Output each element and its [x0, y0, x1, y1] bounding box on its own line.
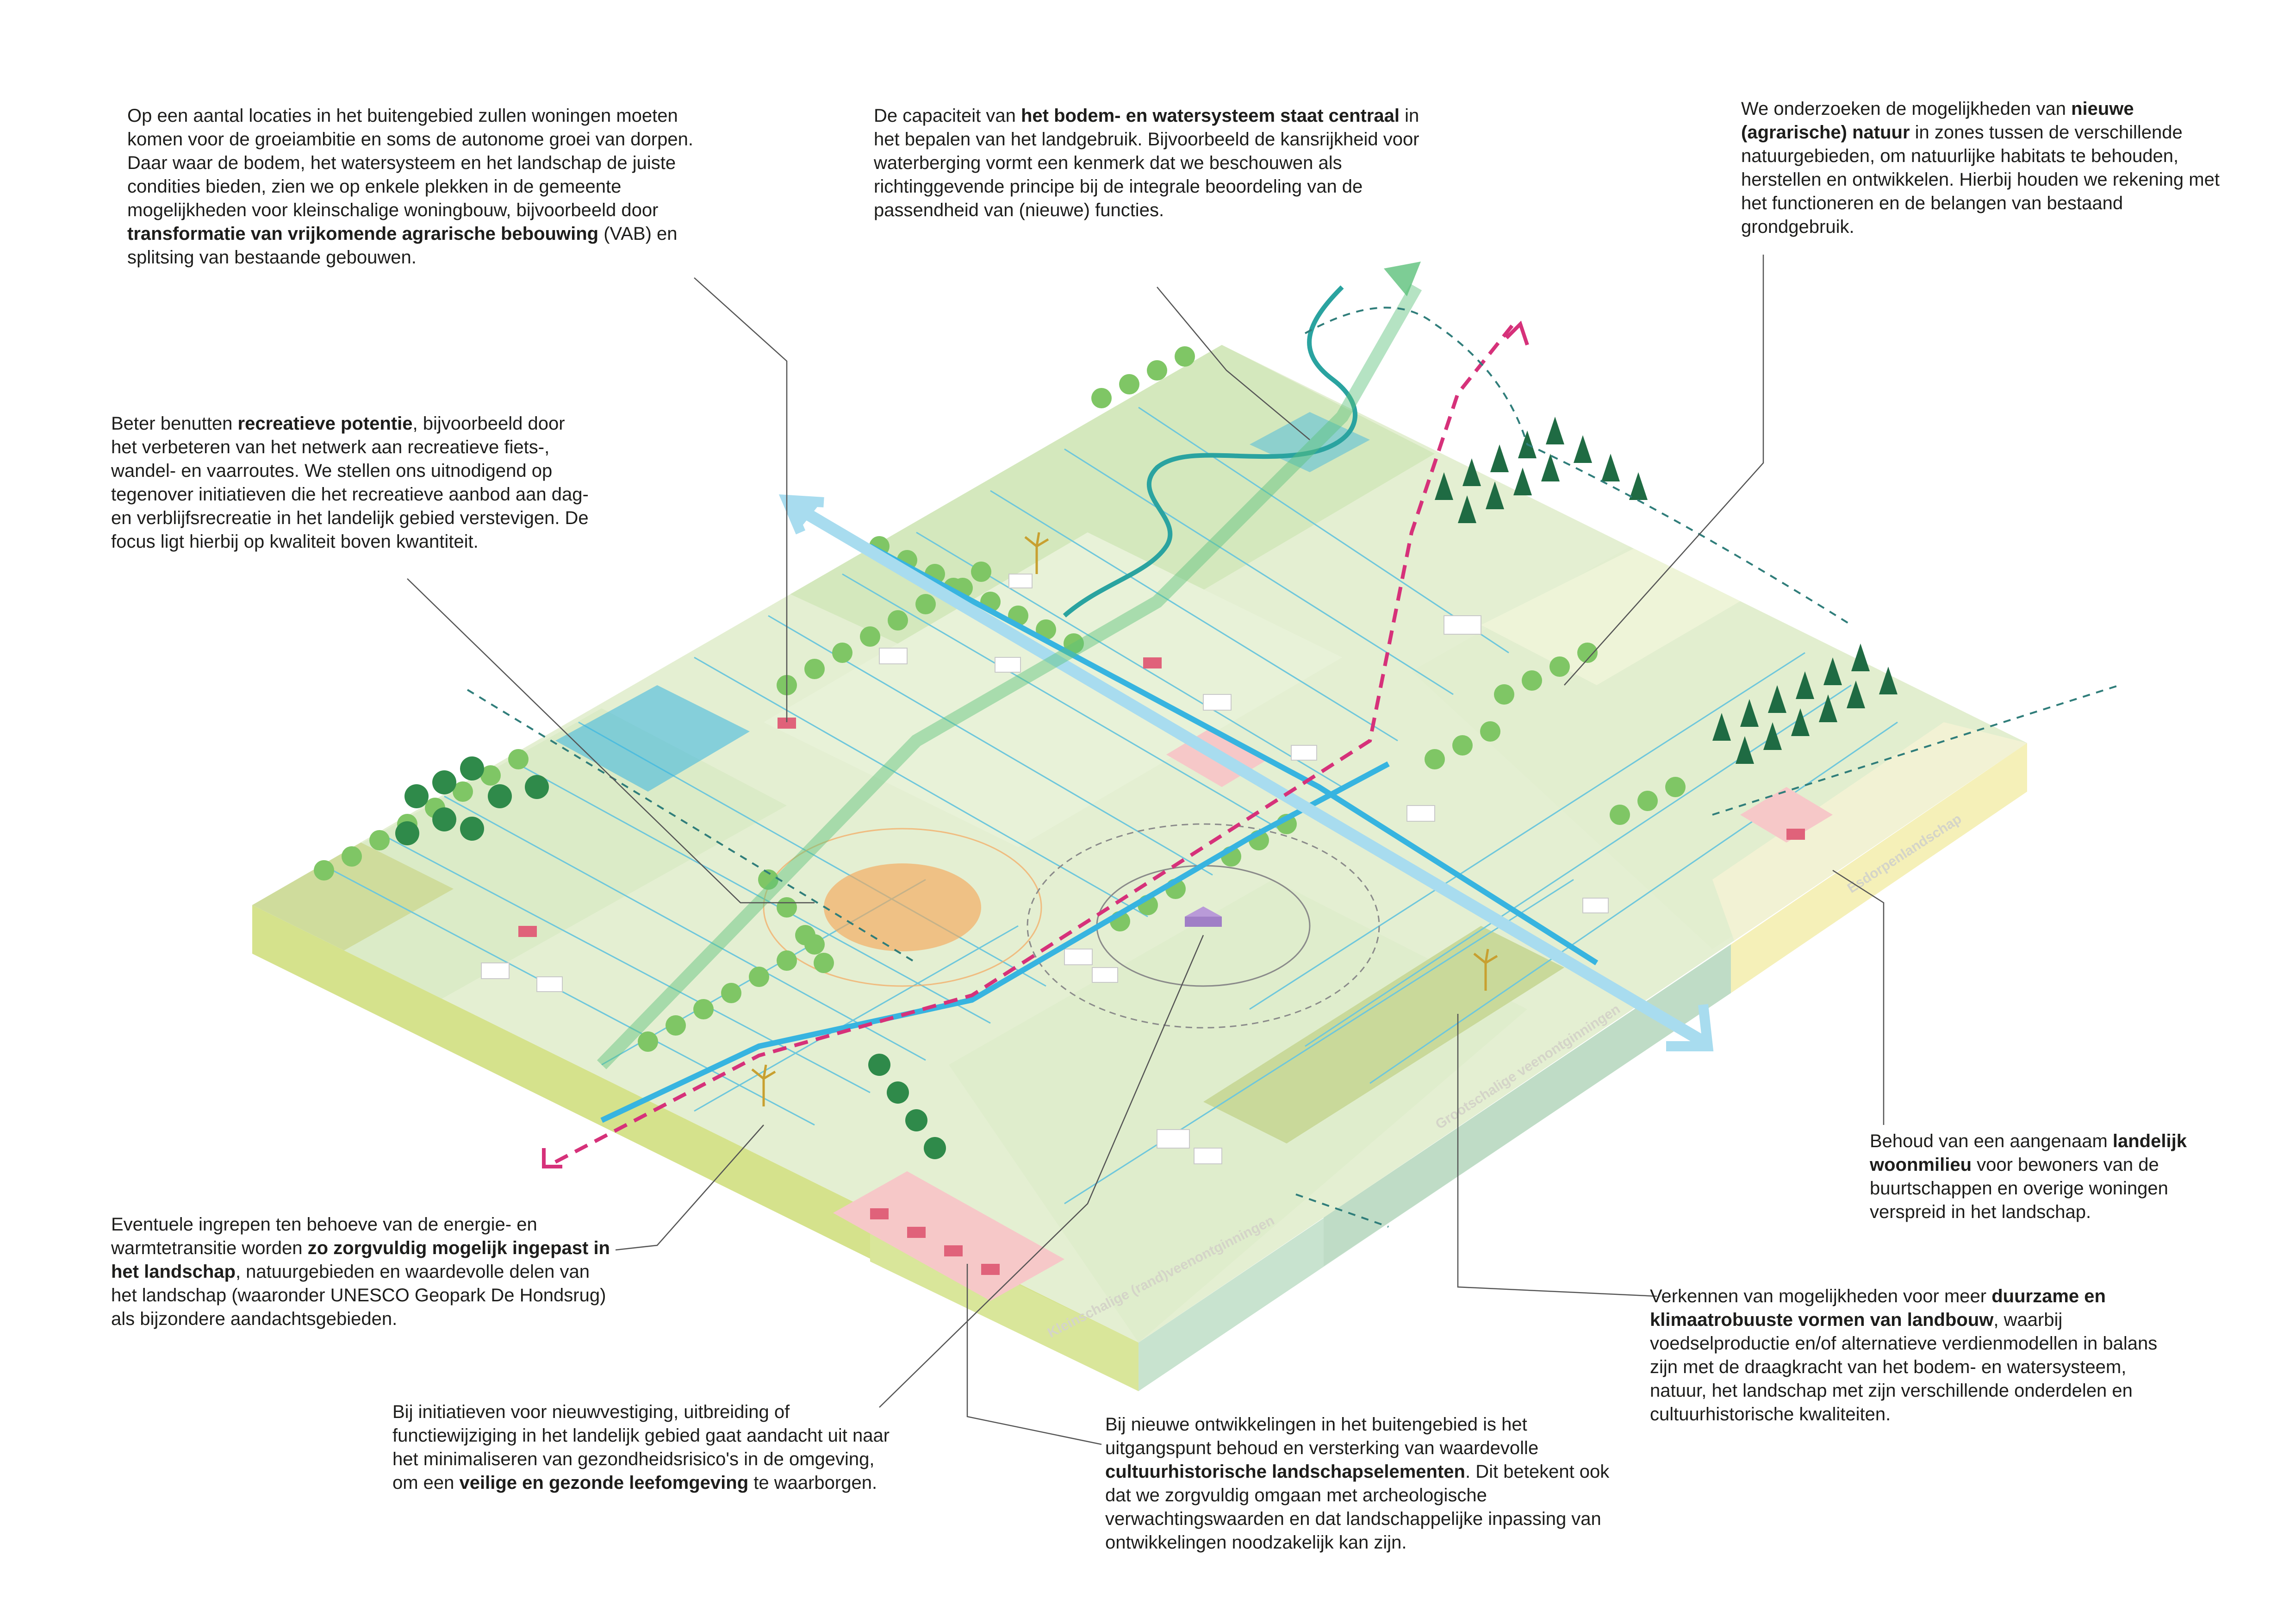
note-emphasis: transformatie van vrijkomende agrarische…	[127, 224, 599, 244]
note-housing-transformation: Op een aantal locaties in het buitengebi…	[127, 104, 710, 269]
note-energy-transition: Eventuele ingrepen ten behoeve van de en…	[111, 1213, 611, 1331]
note-text: te waarborgen.	[748, 1473, 877, 1493]
housing-zone-south	[833, 1171, 1064, 1301]
field-olive-strip	[1203, 926, 1564, 1143]
field-central	[764, 532, 1342, 847]
leader-n2	[1157, 287, 1310, 440]
housing-zone-east	[1740, 787, 1833, 843]
route-green-axis	[597, 284, 1422, 1069]
note-text: Verkennen van mogelijkheden voor meer	[1650, 1286, 1992, 1306]
leader-lines	[407, 255, 1885, 1445]
tree-rows	[314, 346, 1686, 1159]
note-text: Eventuele ingrepen ten behoeve van de en…	[111, 1214, 537, 1258]
side-esdorpen	[1731, 743, 2027, 993]
note-text: Op een aantal locaties in het buitengebi…	[127, 106, 693, 220]
note-text: We onderzoeken de mogelijkheden van	[1741, 99, 2072, 119]
note-emphasis: het bodem- en watersysteem staat centraa…	[1020, 106, 1400, 126]
note-text: voor bewoners van de buurtschappen en ov…	[1870, 1155, 2168, 1222]
conifer-forests	[1435, 417, 1898, 764]
route-magenta-arrow-ne	[1505, 320, 1529, 346]
note-recreational-potential: Beter benutten recreatieve potentie, bij…	[111, 412, 592, 554]
leader-n8	[879, 935, 1204, 1408]
leader-n6	[1457, 1014, 1657, 1297]
health-zone-outer	[763, 828, 1042, 987]
route-magenta	[554, 323, 1515, 1164]
main-canals	[600, 543, 1599, 1123]
note-sustainable-agriculture: Verkennen van mogelijkheden voor meer du…	[1650, 1285, 2168, 1426]
leader-n9	[966, 1264, 1102, 1445]
note-text: in zones tussen de verschillende natuurg…	[1741, 122, 2220, 237]
note-text: Bij nieuwe ontwikkelingen in het buiteng…	[1105, 1414, 1539, 1458]
note-emphasis: zo zorgvuldig mogelijk ingepast in het l…	[111, 1238, 610, 1282]
side-right-front	[1324, 944, 1731, 1266]
note-emphasis: veilige en gezonde leefomgeving	[459, 1473, 749, 1493]
note-text: Behoud van een aangenaam	[1870, 1131, 2113, 1151]
note-emphasis: recreatieve potentie	[237, 413, 413, 434]
field-olive-west	[252, 843, 454, 951]
note-emphasis: cultuurhistorische landschapselementen	[1105, 1462, 1465, 1482]
note-text: Bij initiatieven voor nieuwvestiging, ui…	[392, 1402, 890, 1493]
route-blue-axis	[788, 499, 1706, 1047]
note-text: , bijvoorbeeld door het verbeteren van h…	[111, 413, 589, 552]
field-north	[787, 345, 1435, 699]
note-healthy-environment: Bij initiatieven voor nieuwvestiging, ui…	[392, 1400, 892, 1495]
note-emphasis: duurzame en klimaatrobuuste vormen van l…	[1650, 1286, 2106, 1330]
energy-radius-outer	[1027, 823, 1380, 1029]
note-text: Beter benutten	[111, 413, 238, 434]
water-basin	[555, 685, 750, 792]
block-sides	[252, 743, 2027, 1391]
wind-turbines	[751, 532, 1498, 1106]
note-text: in het bepalen van het landgebruik. Bijv…	[874, 106, 1419, 220]
note-cultural-heritage: Bij nieuwe ontwikkelingen in het buiteng…	[1105, 1413, 1624, 1555]
route-magenta-arrow-sw	[542, 1148, 562, 1168]
route-dashed-teal-south	[1295, 1193, 1389, 1228]
leader-n7	[615, 1124, 764, 1251]
leader-n5	[1832, 869, 1885, 1125]
leader-n3	[1564, 255, 1764, 686]
note-emphasis: landelijk woonmilieu	[1870, 1131, 2187, 1175]
note-emphasis: nieuwe (agrarische) natuur	[1741, 99, 2134, 143]
note-text: . Dit betekent ook dat we zorgvuldig omg…	[1105, 1462, 1610, 1553]
esdorpen-pale	[1712, 722, 2027, 944]
leader-n1	[694, 277, 788, 722]
route-dashed-teal-east	[1712, 684, 2120, 816]
leader-n4	[407, 578, 815, 904]
note-text: (VAB) en splitsing van bestaande gebouwe…	[127, 224, 678, 268]
health-zone-inner	[824, 863, 981, 951]
note-new-agricultural-nature: We onderzoeken de mogelijkheden van nieu…	[1741, 97, 2241, 239]
note-text: , natuurgebieden en waardevolle delen va…	[111, 1262, 606, 1329]
note-soil-water-system: De capaciteit van het bodem- en watersys…	[874, 104, 1429, 222]
livestock-zone	[763, 828, 1042, 987]
energy-plant-body	[1185, 917, 1222, 927]
meandering-stream	[1063, 285, 1357, 618]
route-dashed-teal-west	[467, 689, 917, 964]
route-blue-arrowhead-se	[1666, 1004, 1714, 1051]
note-text: , waarbij voedselproductie en/of alterna…	[1650, 1310, 2158, 1424]
route-green-arrowhead-ne	[1384, 262, 1421, 296]
note-text: De capaciteit van	[874, 106, 1021, 126]
note-rural-living-environment: Behoud van een aangenaam landelijk woonm…	[1870, 1130, 2231, 1224]
